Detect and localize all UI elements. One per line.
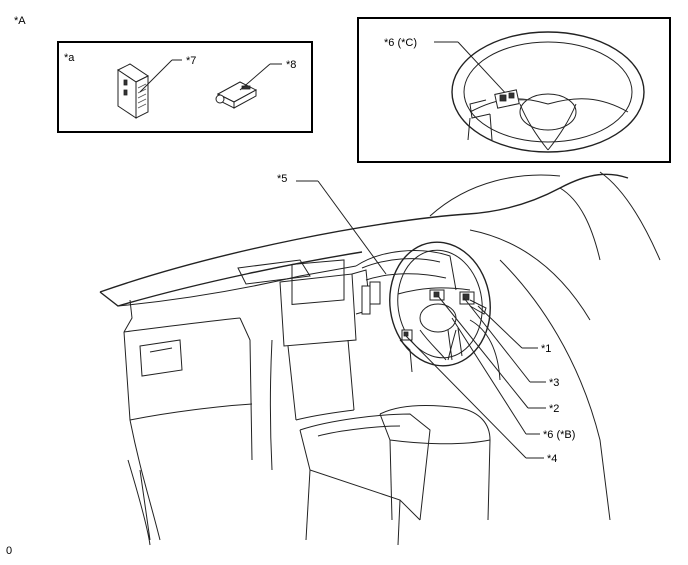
footer-code: 0 <box>6 545 12 557</box>
leader-5 <box>317 180 387 275</box>
callout-3: *3 <box>549 377 559 389</box>
inset-box-a: *a *7 *8 <box>57 41 313 133</box>
callout-8: *8 <box>286 59 296 71</box>
callout-7: *7 <box>186 55 196 67</box>
inset-c-frame <box>357 17 671 163</box>
callout-6c: *6 (*C) <box>384 37 417 49</box>
sensor-module-icon <box>215 81 258 109</box>
leader-4 <box>405 335 527 459</box>
callout-6b: *6 (*B) <box>543 429 575 441</box>
inset-a-tag: *a <box>64 52 75 64</box>
steering-wheel-icon <box>451 31 645 153</box>
callout-2: *2 <box>549 403 559 415</box>
figure-label: *A <box>14 15 26 27</box>
leader-2 <box>437 295 529 409</box>
callout-1: *1 <box>541 343 551 355</box>
inset-a-frame <box>57 41 313 133</box>
callout-5: *5 <box>277 173 287 185</box>
leader-6b <box>451 317 527 435</box>
inset-box-c: *6 (*C) <box>357 17 671 163</box>
callout-4: *4 <box>547 453 557 465</box>
leader-8 <box>239 63 271 91</box>
leader-7 <box>139 59 173 93</box>
leader-1 <box>477 305 523 349</box>
leader-3 <box>463 297 531 383</box>
leader-6c <box>457 41 511 99</box>
ecu-module-icon <box>117 63 149 119</box>
dashboard-icon <box>99 171 661 546</box>
